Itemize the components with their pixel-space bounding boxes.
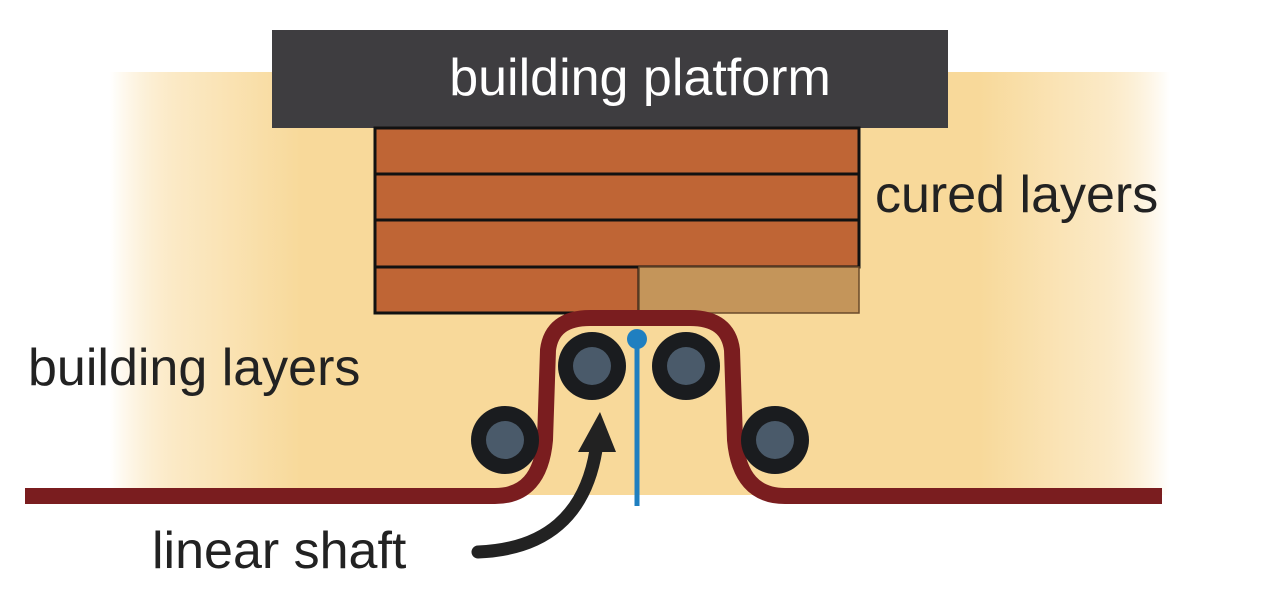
cured-layers xyxy=(373,126,861,269)
cured-layer xyxy=(373,126,861,176)
building-platform xyxy=(272,30,948,128)
roller-icon xyxy=(558,332,626,400)
curved-arrow-icon xyxy=(471,412,616,559)
building-layer xyxy=(373,265,860,315)
building-layer-cured-part xyxy=(373,265,641,315)
roller-icon xyxy=(471,406,539,474)
film xyxy=(25,310,1162,504)
roller-icon xyxy=(652,332,720,400)
linear-shaft-icon xyxy=(627,329,647,506)
building-layers-label: building layers xyxy=(28,339,360,397)
cured-layer xyxy=(373,218,861,269)
roller-icon xyxy=(741,406,809,474)
platform-label: building platform xyxy=(449,49,831,107)
cured-layer xyxy=(373,172,861,222)
cured-layers-label: cured layers xyxy=(875,166,1158,224)
rollers xyxy=(471,332,809,474)
linear-shaft-label: linear shaft xyxy=(152,522,407,580)
building-layer-uncured-part xyxy=(638,266,860,314)
